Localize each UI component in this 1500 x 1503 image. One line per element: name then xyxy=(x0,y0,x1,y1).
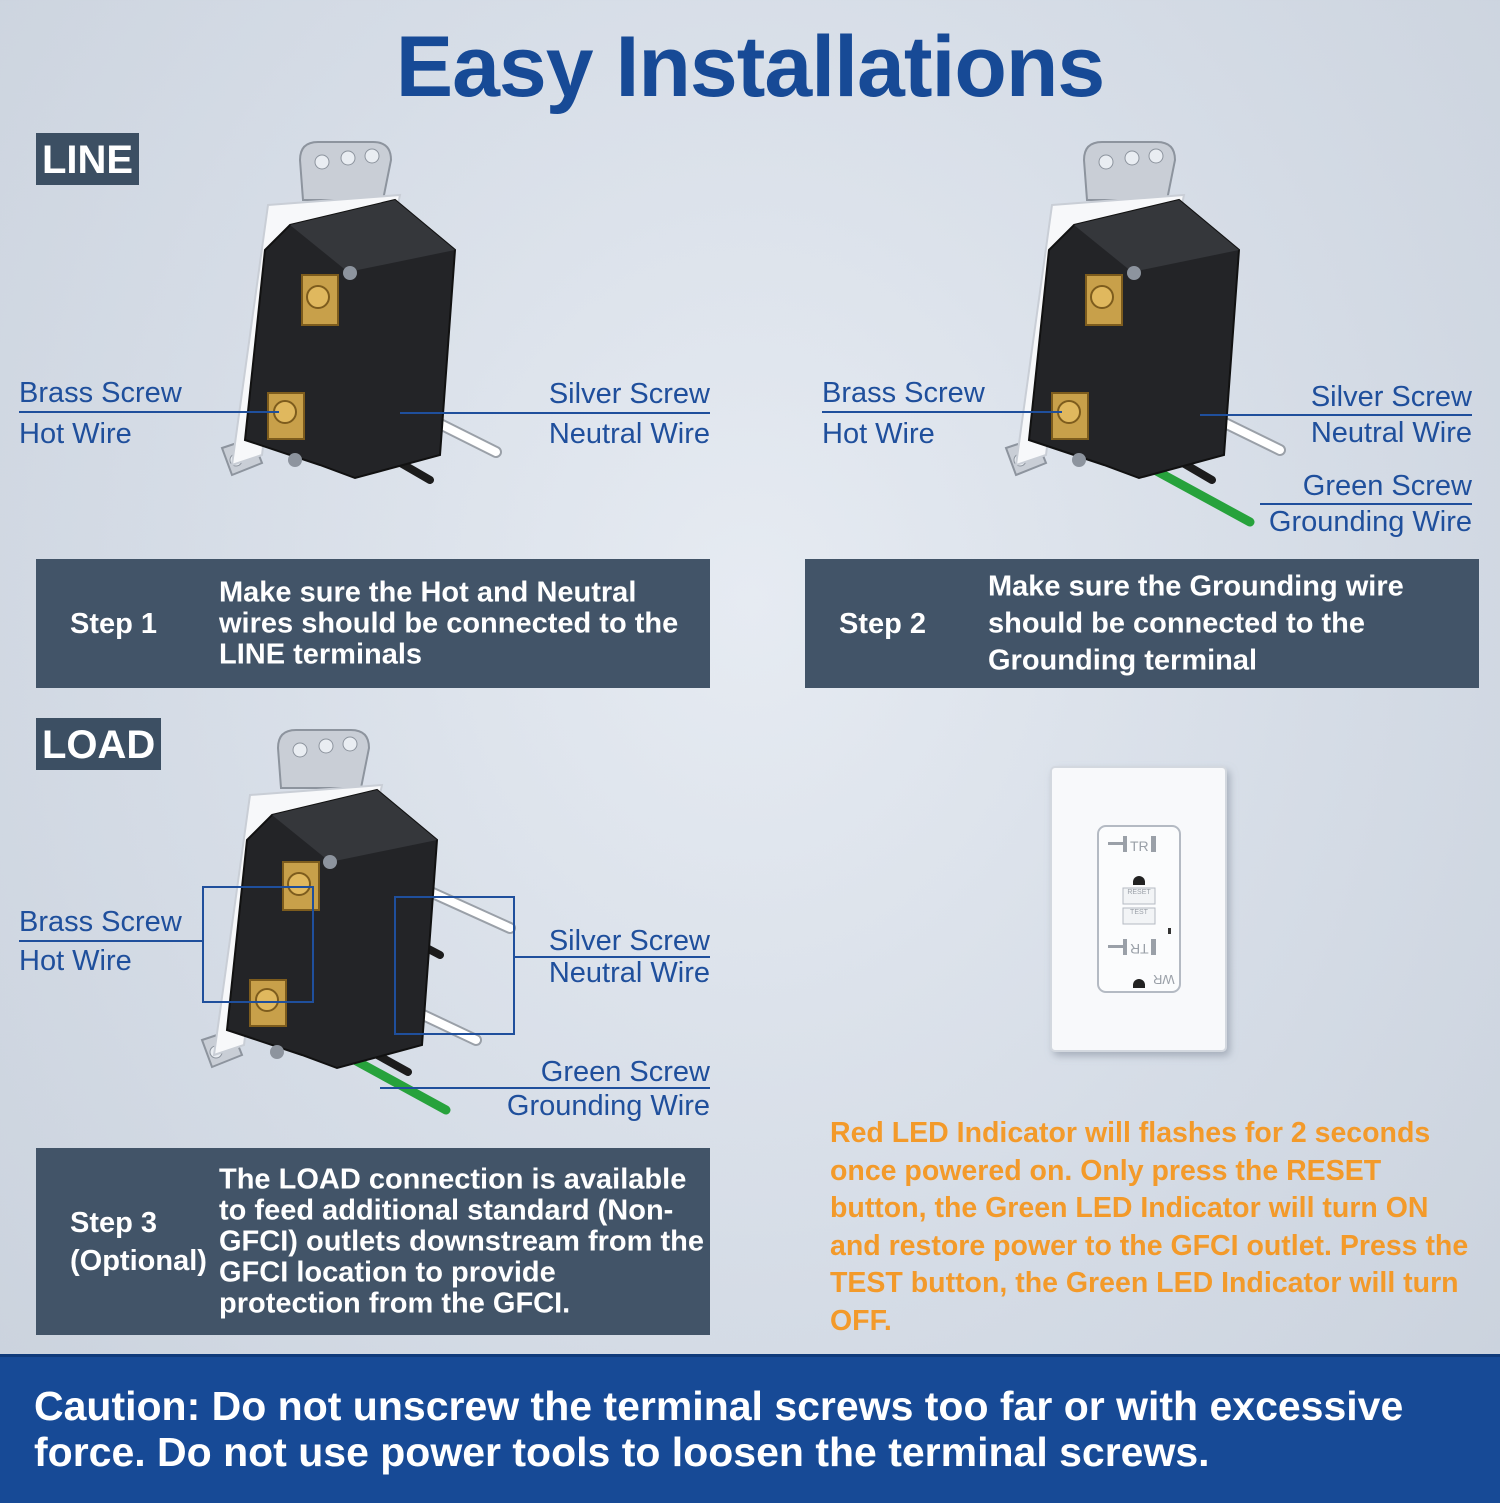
step-3-text: The LOAD connection is available to feed… xyxy=(219,1163,704,1319)
line-section-tag: LINE xyxy=(36,133,140,185)
outlet-test-button: TEST xyxy=(1130,909,1148,916)
step-2-label: Step 2 xyxy=(839,607,927,640)
ground-green-leader xyxy=(1260,503,1472,505)
load-green-screw-label: Green Screw xyxy=(540,1056,710,1088)
caution-text: Caution: Do not unscrew the terminal scr… xyxy=(34,1383,1404,1475)
step-3-box: Step 3 (Optional) The LOAD connection is… xyxy=(36,1148,710,1335)
ground-brass-leader xyxy=(822,411,1062,413)
load-green-leader xyxy=(380,1087,710,1089)
outlet-reset-button: RESET xyxy=(1127,889,1151,896)
outlet-tr-top: TR xyxy=(1130,838,1149,854)
ground-hot-wire-label: Hot Wire xyxy=(822,418,935,450)
outlet-wr-mark: WR xyxy=(1153,972,1175,987)
line-neutral-wire-label: Neutral Wire xyxy=(548,418,710,450)
line-silver-leader xyxy=(400,412,710,414)
line-hot-wire-label: Hot Wire xyxy=(19,418,132,450)
caution-banner: Caution: Do not unscrew the terminal scr… xyxy=(0,1354,1500,1503)
led-indicator-note: Red LED Indicator will flashes for 2 sec… xyxy=(830,1117,1469,1337)
line-brass-leader xyxy=(19,411,279,413)
load-grounding-wire-label: Grounding Wire xyxy=(506,1090,710,1122)
ground-grounding-wire-label: Grounding Wire xyxy=(1268,506,1472,538)
step-2-text: Make sure the Grounding wire should be c… xyxy=(988,570,1404,676)
step-3-sublabel: (Optional) xyxy=(70,1244,207,1277)
ground-silver-leader xyxy=(1200,414,1472,416)
ground-silver-screw-label: Silver Screw xyxy=(1310,381,1472,413)
line-brass-screw-label: Brass Screw xyxy=(19,377,182,409)
step-3-label-group: Step 3 (Optional) xyxy=(70,1204,207,1280)
step-2-box: Step 2 Make sure the Grounding wire shou… xyxy=(805,559,1479,688)
step-1-label: Step 1 xyxy=(70,607,158,640)
step-1-box: Step 1 Make sure the Hot and Neutral wir… xyxy=(36,559,710,688)
ground-neutral-wire-label: Neutral Wire xyxy=(1310,417,1472,449)
outlet-tr-bottom: TR xyxy=(1130,941,1149,957)
load-silver-leader xyxy=(514,956,710,958)
page-title: Easy Installations xyxy=(395,19,1106,115)
load-brass-leader xyxy=(19,940,203,942)
load-section-tag: LOAD xyxy=(36,718,162,770)
load-hot-wire-label: Hot Wire xyxy=(19,945,132,977)
load-silver-screw-label: Silver Screw xyxy=(548,925,710,957)
ground-green-screw-label: Green Screw xyxy=(1302,470,1472,502)
step-1-text: Make sure the Hot and Neutral wires shou… xyxy=(219,576,679,670)
load-brass-screw-label: Brass Screw xyxy=(19,906,182,938)
load-neutral-wire-label: Neutral Wire xyxy=(548,957,710,989)
ground-brass-screw-label: Brass Screw xyxy=(822,377,985,409)
line-silver-screw-label: Silver Screw xyxy=(548,378,710,410)
step-3-label: Step 3 xyxy=(70,1206,158,1239)
